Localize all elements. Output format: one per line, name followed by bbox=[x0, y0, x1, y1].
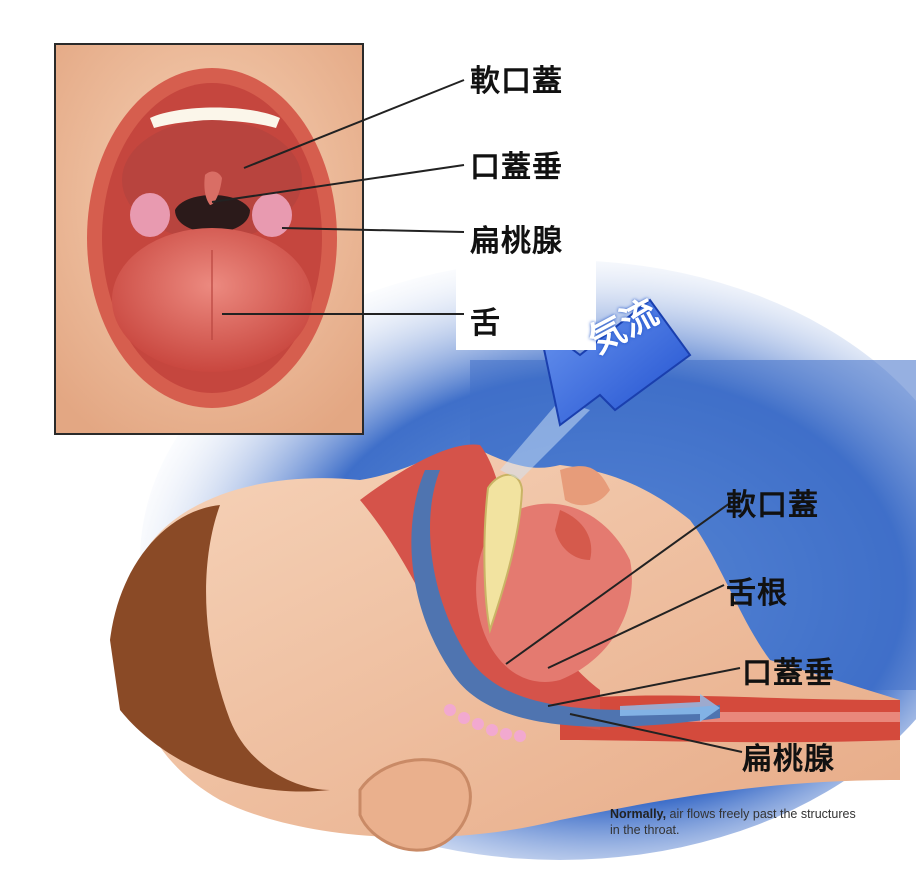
tonsil-right bbox=[252, 193, 292, 237]
caption: Normally, air flows freely past the stru… bbox=[610, 806, 860, 838]
ear bbox=[360, 760, 470, 851]
label-side-uvula: 口蓋垂 bbox=[742, 648, 835, 692]
label-tonsil: 扁桃腺 bbox=[470, 216, 563, 260]
label-tongue: 舌 bbox=[470, 298, 501, 342]
label-side-tonsil: 扁桃腺 bbox=[742, 734, 835, 778]
label-side-tongue-root: 舌根 bbox=[726, 568, 788, 612]
mouth-inset bbox=[55, 44, 363, 434]
label-uvula: 口蓋垂 bbox=[470, 142, 563, 186]
caption-bold: Normally, bbox=[610, 807, 666, 821]
label-soft-palate: 軟口蓋 bbox=[470, 56, 563, 100]
label-side-soft-palate: 軟口蓋 bbox=[726, 480, 819, 524]
tonsil-left bbox=[130, 193, 170, 237]
